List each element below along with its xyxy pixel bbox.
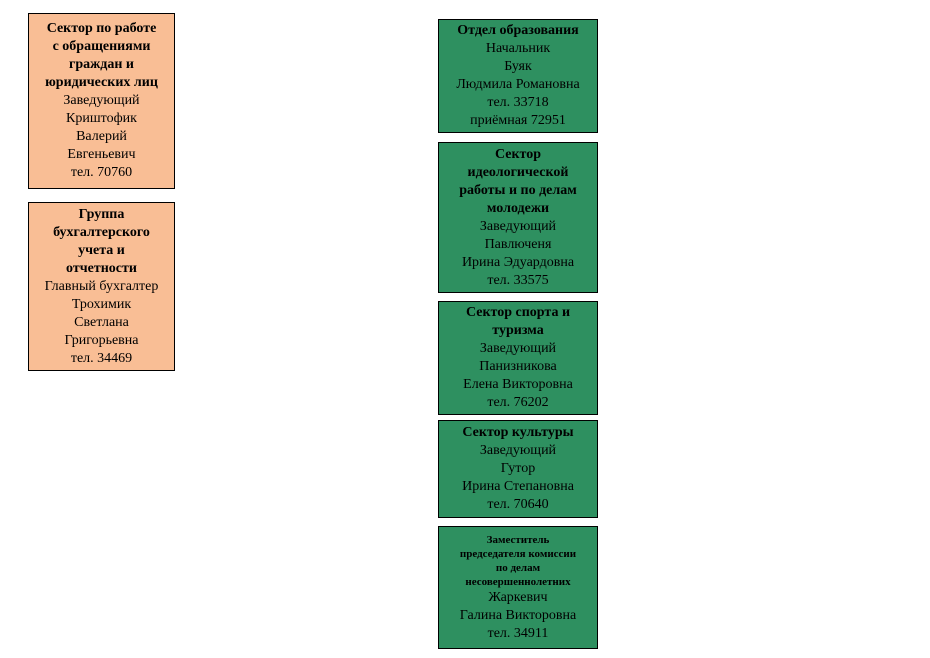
title-line: несовершеннолетних	[465, 575, 571, 588]
title-line: отчетности	[66, 260, 137, 276]
first-name: Валерий	[76, 129, 127, 144]
full-name: Галина Викторовна	[459, 607, 577, 623]
box-minors-commission: Заместитель председателя комиссии по дел…	[438, 526, 598, 649]
phone: тел. 33575	[487, 272, 549, 288]
box-title: Группа бухгалтерского учета и отчетности	[32, 206, 171, 278]
box-appeals-sector: Сектор по работе с обращениями граждан и…	[28, 13, 175, 189]
title-line: по делам	[495, 561, 541, 574]
title-line: Сектор по работе	[46, 21, 157, 36]
full-name: Ирина Степановна	[462, 479, 574, 494]
box-title: Сектор культуры	[442, 424, 594, 442]
title-line: работы и по делам	[459, 182, 577, 198]
title-line: юридических лиц	[45, 75, 158, 90]
position-label: Заведующий	[63, 93, 140, 108]
title-line: Сектор культуры	[462, 425, 574, 440]
patronymic: Евгеньевич	[67, 147, 136, 162]
box-ideology-sector: Сектор идеологической работы и по делам …	[438, 142, 598, 293]
phone: тел. 34469	[70, 350, 133, 366]
full-name: Людмила Романовна	[456, 77, 580, 92]
box-title: Заместитель председателя комиссии по дел…	[442, 533, 594, 589]
title-line: молодежи	[486, 200, 550, 216]
position-label: Заведующий	[479, 218, 557, 234]
surname: Криштофик	[66, 111, 137, 126]
position-label: Главный бухгалтер	[44, 278, 159, 294]
full-name: Елена Викторовна	[463, 377, 573, 392]
full-name: Ирина Эдуардовна	[461, 254, 575, 270]
surname: Буяк	[504, 59, 532, 74]
title-line: председателя комиссии	[459, 547, 577, 560]
title-line: Сектор спорта и	[465, 305, 571, 320]
title-line: туризма	[492, 323, 544, 338]
box-title: Сектор спорта и туризма	[442, 304, 594, 340]
position-label: Заведующий	[479, 341, 557, 356]
box-education-department: Отдел образования Начальник Буяк Людмила…	[438, 19, 598, 133]
title-line: Заместитель	[486, 533, 550, 546]
box-title: Отдел образования	[442, 22, 594, 40]
box-culture-sector: Сектор культуры Заведующий Гутор Ирина С…	[438, 420, 598, 518]
surname: Трохимик	[71, 296, 132, 312]
title-line: с обращениями	[52, 39, 151, 54]
phone: тел. 33718	[487, 95, 549, 110]
title-line: Сектор	[494, 146, 542, 162]
phone: тел. 70760	[70, 165, 133, 180]
box-title: Сектор по работе с обращениями граждан и…	[32, 20, 171, 92]
title-line: бухгалтерского	[53, 224, 150, 240]
reception-phone: приёмная 72951	[470, 113, 566, 128]
surname: Жаркевич	[488, 589, 548, 605]
box-title: Сектор идеологической работы и по делам …	[442, 146, 594, 218]
title-line: Группа	[78, 206, 125, 222]
phone: тел. 76202	[487, 395, 549, 410]
title-line: Отдел образования	[457, 23, 579, 38]
title-line: учета и	[78, 242, 125, 258]
surname: Панизникова	[479, 359, 557, 374]
position-label: Начальник	[485, 41, 551, 56]
position-label: Заведующий	[479, 443, 557, 458]
box-accounting-group: Группа бухгалтерского учета и отчетности…	[28, 202, 175, 371]
surname: Гутор	[500, 461, 536, 476]
surname: Павлюченя	[484, 236, 552, 252]
phone: тел. 70640	[487, 497, 549, 512]
first-name: Светлана	[74, 314, 129, 330]
title-line: граждан и	[68, 57, 134, 72]
patronymic: Григорьевна	[64, 332, 139, 348]
box-sport-sector: Сектор спорта и туризма Заведующий Паниз…	[438, 301, 598, 415]
phone: тел. 34911	[487, 625, 549, 641]
title-line: идеологической	[467, 164, 569, 180]
